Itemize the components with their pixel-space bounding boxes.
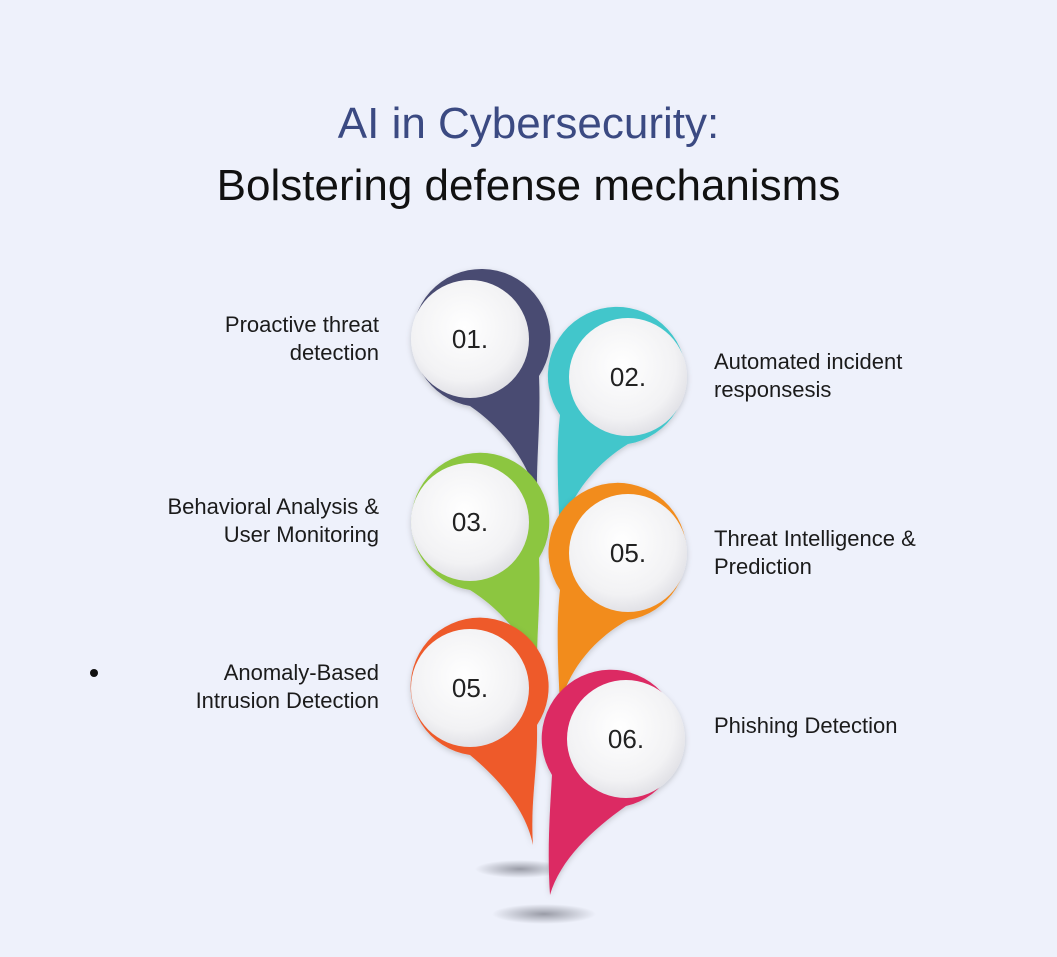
pin-01 — [411, 268, 551, 500]
ground-shadow-right — [492, 904, 596, 924]
label-03-line-1: Behavioral Analysis & — [167, 494, 379, 519]
label-02: Automated incident responsesis — [714, 348, 902, 404]
pin-03-disc — [411, 463, 529, 581]
pin-03 — [411, 452, 550, 675]
label-03: Behavioral Analysis & User Monitoring — [167, 493, 379, 549]
pin-05-right-number: 05. — [610, 538, 646, 568]
label-03-line-2: User Monitoring — [223, 522, 379, 547]
pin-02-number: 02. — [610, 362, 646, 392]
label-02-line-2: responsesis — [714, 377, 832, 402]
label-05-left-line-1: Anomaly-Based — [223, 660, 379, 685]
pin-05-left-disc — [411, 629, 529, 747]
pin-02 — [547, 306, 687, 535]
pin-06-number: 06. — [608, 724, 644, 754]
label-05-right-line-1: Threat Intelligence & — [714, 526, 916, 551]
label-01: Proactive threat detection — [225, 311, 379, 367]
pin-02-disc — [569, 318, 687, 436]
label-01-line-1: Proactive threat — [224, 312, 379, 337]
bullet-dot — [90, 669, 98, 677]
label-06-line-1: Phishing Detection — [714, 713, 898, 738]
pin-05-left — [410, 617, 549, 845]
label-02-line-1: Automated incident — [714, 349, 903, 374]
pin-06-disc — [567, 680, 685, 798]
pin-01-disc — [411, 280, 529, 398]
pin-05-right-disc — [569, 494, 687, 612]
pin-03-number: 03. — [452, 507, 488, 537]
label-01-line-2: detection — [289, 340, 379, 365]
title-line-1: AI in Cybersecurity: — [337, 99, 720, 148]
ground-shadow-left — [475, 860, 565, 878]
pin-01-number: 01. — [452, 324, 488, 354]
title-line-2: Bolstering defense mechanisms — [216, 161, 841, 210]
pin-06 — [541, 669, 685, 895]
label-06: Phishing Detection — [714, 712, 897, 740]
label-05-right: Threat Intelligence & Prediction — [714, 525, 916, 581]
label-05-left-line-2: Intrusion Detection — [195, 688, 379, 713]
label-05-right-line-2: Prediction — [714, 554, 812, 579]
label-05-left: Anomaly-Based Intrusion Detection — [196, 659, 379, 715]
pin-05-right — [548, 482, 687, 705]
pin-05-left-number: 05. — [452, 673, 488, 703]
